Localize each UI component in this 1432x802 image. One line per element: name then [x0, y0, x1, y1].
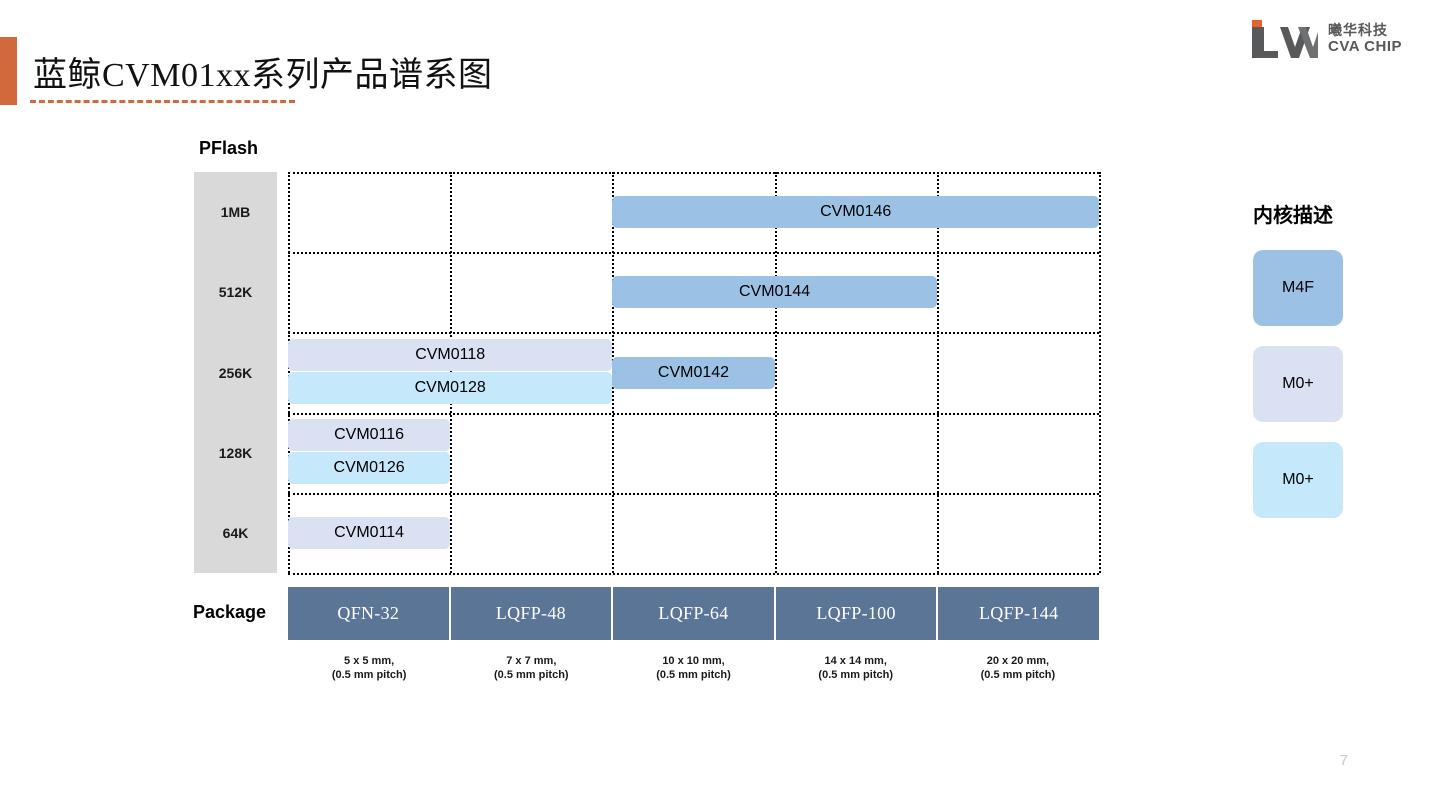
grid-hline: [288, 172, 1099, 174]
title-underline-divider: [30, 100, 295, 103]
brand-logo: 曦华科技 CVA CHIP: [1246, 20, 1402, 58]
product-bar-cvm0128[interactable]: CVM0128: [288, 371, 613, 404]
legend-swatch-list: M4F M0+ M0+: [1253, 250, 1343, 538]
grid-hline: [288, 252, 1099, 255]
product-bar-cvm0114[interactable]: CVM0114: [288, 516, 451, 549]
grid-vline: [774, 172, 777, 573]
package-note-size: 7 x 7 mm,: [506, 655, 557, 667]
package-cell-lqfp-64[interactable]: LQFP-64: [613, 587, 774, 640]
product-bar-cvm0126[interactable]: CVM0126: [288, 451, 451, 484]
package-note-lqfp-48: 7 x 7 mm,(0.5 mm pitch): [450, 655, 612, 683]
package-note-pitch: (0.5 mm pitch): [331, 668, 407, 681]
brand-name-en: CVA CHIP: [1327, 38, 1402, 56]
product-bar-cvm0144[interactable]: CVM0144: [612, 276, 937, 309]
legend-swatch-2: M0+: [1253, 442, 1343, 518]
package-dimension-notes: 5 x 5 mm,(0.5 mm pitch)7 x 7 mm,(0.5 mm …: [288, 655, 1099, 683]
package-note-size: 14 x 14 mm,: [824, 655, 887, 667]
package-note-size: 5 x 5 mm,: [344, 655, 395, 667]
grid-vline: [936, 172, 939, 573]
package-cell-qfn-32[interactable]: QFN-32: [288, 587, 449, 640]
pflash-axis-column: 1MB 512K 256K 128K 64K: [194, 172, 277, 573]
product-bar-cvm0142[interactable]: CVM0142: [612, 356, 775, 389]
package-axis-title: Package: [193, 602, 267, 622]
pflash-tick-64k: 64K: [222, 524, 249, 541]
package-note-lqfp-64: 10 x 10 mm,(0.5 mm pitch): [612, 655, 774, 683]
cva-logo-icon: [1246, 20, 1318, 58]
product-bar-cvm0118[interactable]: CVM0118: [288, 338, 613, 371]
grid-vline: [1099, 172, 1101, 573]
pflash-tick-128k: 128K: [218, 444, 253, 461]
package-note-size: 10 x 10 mm,: [662, 655, 725, 667]
grid-hline: [288, 332, 1099, 335]
package-note-size: 20 x 20 mm,: [986, 655, 1050, 667]
package-note-lqfp-100: 14 x 14 mm,(0.5 mm pitch): [775, 655, 937, 683]
legend-title: 内核描述: [1253, 205, 1333, 227]
package-cell-lqfp-48[interactable]: LQFP-48: [450, 587, 612, 640]
brand-name-cn: 曦华科技: [1327, 22, 1388, 39]
package-note-qfn-32: 5 x 5 mm,(0.5 mm pitch): [288, 655, 450, 683]
product-bar-cvm0116[interactable]: CVM0116: [288, 418, 451, 451]
grid-hline: [288, 412, 1099, 415]
pflash-tick-512k: 512K: [218, 284, 253, 301]
pflash-tick-1mb: 1MB: [220, 204, 251, 221]
pflash-tick-256k: 256K: [218, 364, 253, 381]
grid-hline: [288, 573, 1099, 575]
package-note-pitch: (0.5 mm pitch): [656, 668, 731, 681]
page-number: 7: [1339, 752, 1348, 769]
brand-logo-text: 曦华科技 CVA CHIP: [1328, 22, 1402, 55]
package-cell-lqfp-144[interactable]: LQFP-144: [938, 587, 1099, 640]
product-bar-cvm0146[interactable]: CVM0146: [612, 196, 1099, 229]
title-accent-bar: [0, 37, 17, 105]
package-note-pitch: (0.5 mm pitch): [818, 668, 893, 681]
grid-hline: [288, 492, 1099, 495]
package-cell-lqfp-100[interactable]: LQFP-100: [775, 587, 937, 640]
legend-swatch-0: M4F: [1253, 250, 1343, 326]
package-note-pitch: (0.5 mm pitch): [980, 668, 1056, 681]
pflash-axis-title: PFlash: [199, 138, 259, 158]
page-title: 蓝鲸CVM01xx系列产品谱系图: [33, 57, 493, 94]
legend-swatch-1: M0+: [1253, 346, 1343, 422]
package-note-lqfp-144: 20 x 20 mm,(0.5 mm pitch): [937, 655, 1099, 683]
package-note-pitch: (0.5 mm pitch): [494, 668, 569, 681]
